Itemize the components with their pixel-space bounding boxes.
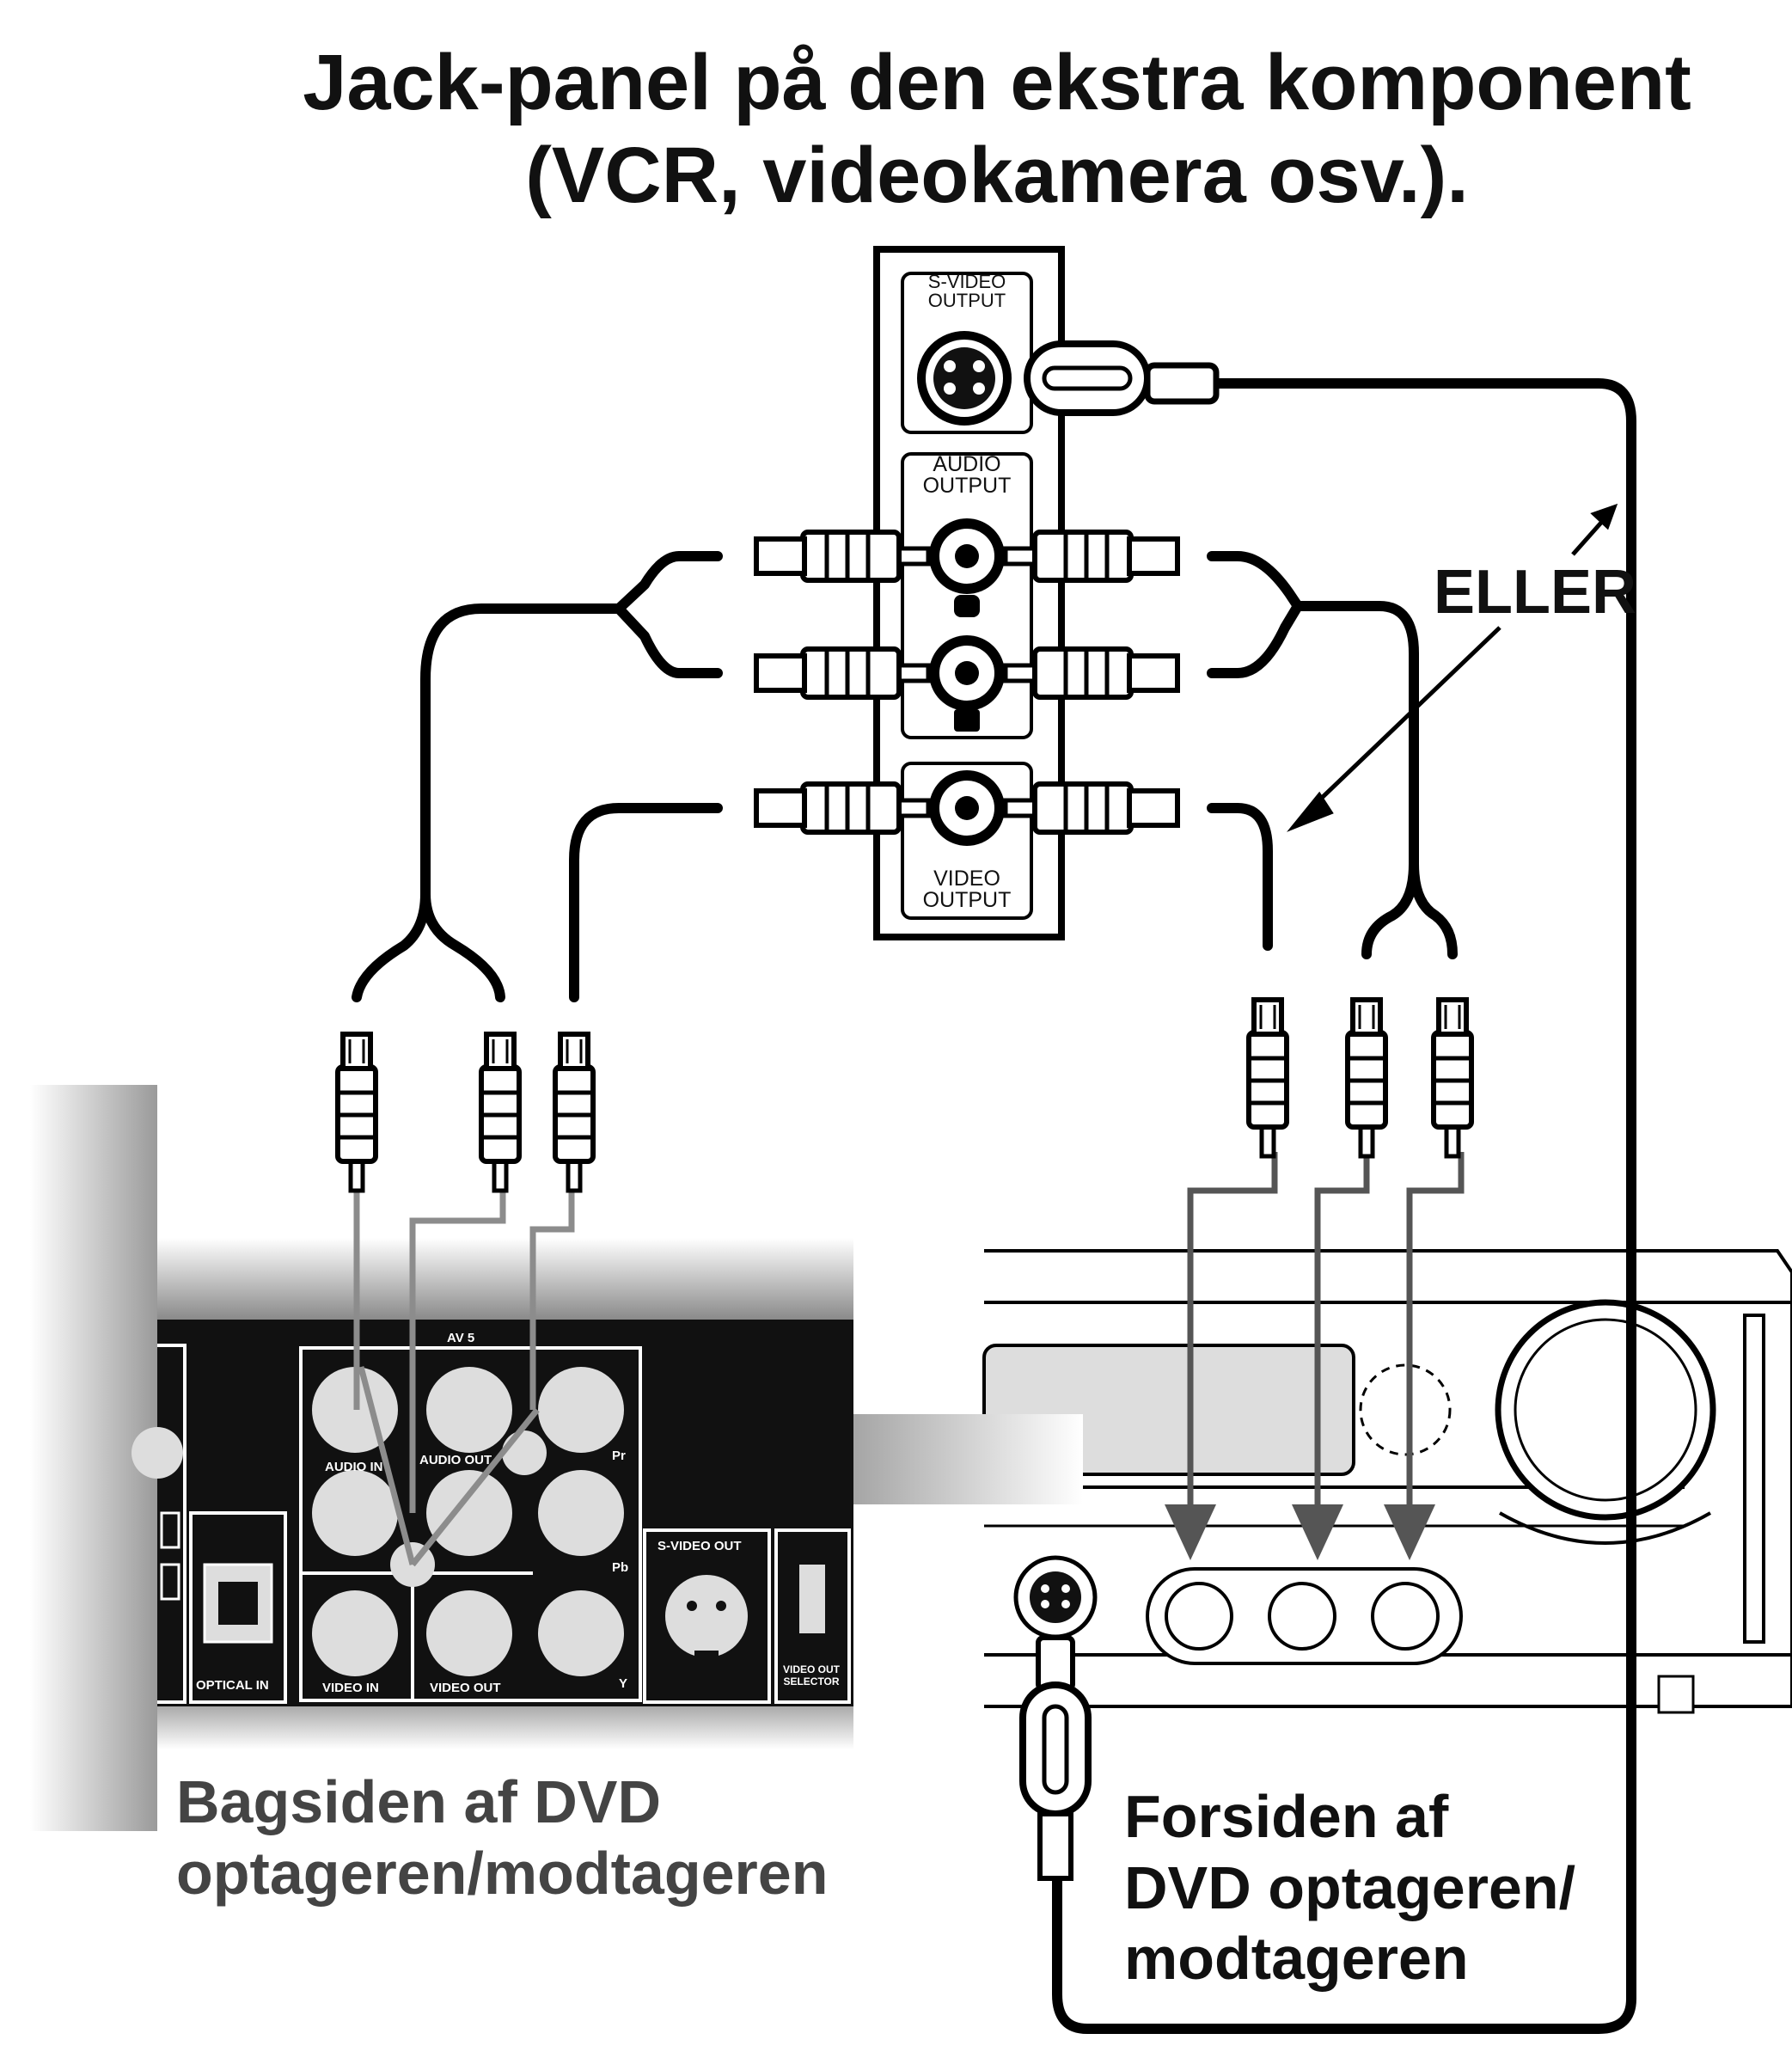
pr-jack: [538, 1367, 624, 1453]
svideo-plug-top: [1024, 340, 1220, 416]
y-label: Y: [619, 1676, 628, 1691]
svideo-out-label: S-VIDEO OUT: [657, 1539, 742, 1553]
video-out-jack: [426, 1590, 512, 1676]
pr-label: Pr: [612, 1449, 626, 1463]
or-label: ELLER: [1434, 558, 1637, 627]
front-caption-line2: DVD optageren/: [1124, 1853, 1576, 1921]
aux-jack-panel: [873, 246, 1065, 940]
dvd-front-unit: [982, 1249, 1792, 1714]
av-label: AV 5: [447, 1331, 475, 1345]
audio-out-jack-bottom: [426, 1470, 512, 1556]
selector-label: VIDEO OUT SELECTOR: [782, 1663, 840, 1688]
dvd-rear-panel: [131, 1320, 853, 1749]
or-pointer-arrows: [1287, 503, 1618, 832]
y-jack: [538, 1590, 624, 1676]
audio-in-label: AUDIO IN: [325, 1460, 383, 1474]
front-panel-caption: Forsiden af DVD optageren/ modtageren: [1124, 1781, 1575, 1994]
rear-fade-top: [157, 1238, 853, 1320]
front-sensor: [1359, 1363, 1452, 1456]
rear-plug-tails: [353, 1191, 575, 1567]
diagram-title-line2: (VCR, videokamera osv.).: [525, 132, 1469, 219]
audio-out-jack-top: [426, 1367, 512, 1453]
audio-out-label: AUDIO OUT: [419, 1453, 492, 1467]
front-caption-line3: modtageren: [1124, 1925, 1469, 1993]
rear-caption-line1: Bagsiden af DVD: [176, 1768, 661, 1835]
pb-jack: [538, 1470, 624, 1556]
front-arrowheads: [1165, 1504, 1435, 1560]
optical-in-label: OPTICAL IN: [196, 1678, 269, 1693]
rear-plugs: [338, 1034, 593, 1191]
svideo-plug-front: [1019, 1635, 1092, 1881]
volume-knob: [1495, 1299, 1716, 1521]
front-plugs: [1249, 1000, 1471, 1156]
video-in-label: VIDEO IN: [322, 1681, 379, 1695]
video-in-jack: [312, 1590, 398, 1676]
cables: [352, 378, 1636, 2034]
front-arrows: [1187, 1152, 1465, 1547]
audio-in-jack-bottom: [312, 1470, 398, 1556]
optical-in-jack: [203, 1563, 273, 1644]
connector-fade: [825, 1414, 1083, 1504]
pb-label: Pb: [612, 1560, 629, 1575]
front-caption-line1: Forsiden af: [1124, 1783, 1449, 1850]
rear-caption-line2: optageren/modtageren: [176, 1839, 829, 1907]
diagram-title-line1: Jack-panel på den ekstra komponent: [303, 39, 1691, 126]
rear-svideo-jack: [665, 1575, 748, 1657]
rear-panel-caption: Bagsiden af DVD optageren/modtageren: [176, 1767, 828, 1908]
video-out-label: VIDEO OUT: [430, 1681, 501, 1695]
video-out-selector: [799, 1565, 825, 1633]
